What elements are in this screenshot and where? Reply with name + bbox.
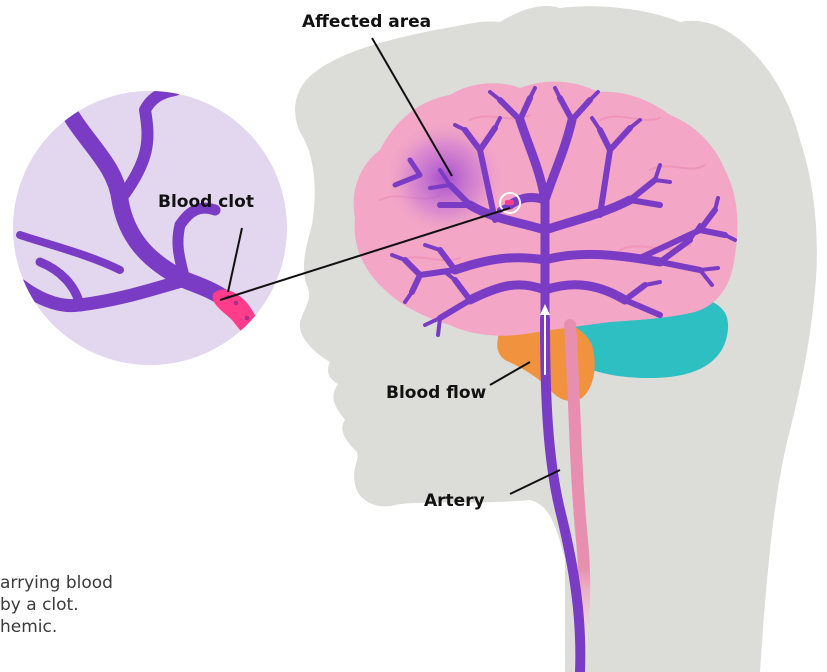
- caption-line: arrying blood: [0, 572, 215, 594]
- affected-area-label: Affected area: [302, 12, 431, 32]
- caption-text: arrying blood by a clot. hemic.: [0, 572, 215, 638]
- caption-line: hemic.: [0, 616, 215, 638]
- clot-dot: [505, 200, 514, 205]
- artery-label: Artery: [424, 491, 485, 511]
- blood-flow-label: Blood flow: [386, 383, 486, 403]
- caption-line: by a clot.: [0, 594, 215, 616]
- blood-clot-label: Blood clot: [158, 192, 254, 212]
